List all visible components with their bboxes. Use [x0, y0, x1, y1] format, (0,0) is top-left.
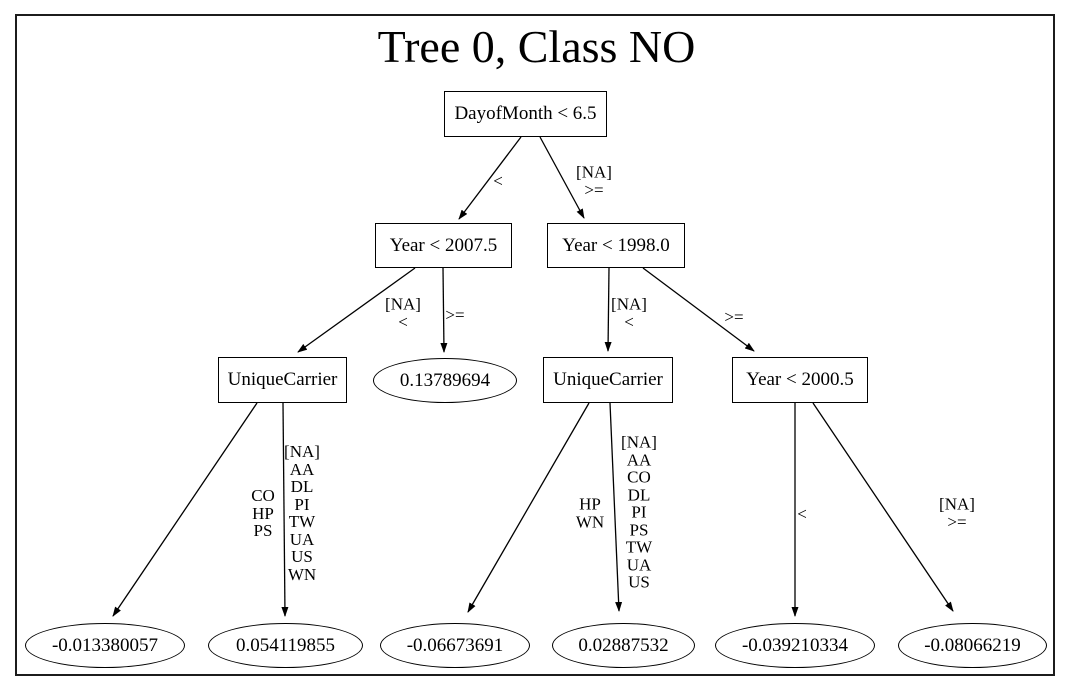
- edge-label-y1998-right: >=: [724, 307, 744, 327]
- leaf-node-value-2: -0.013380057: [25, 623, 185, 668]
- edge-label-y2007-right: >=: [445, 305, 465, 325]
- edge-label-uc2-left: HP WN: [575, 494, 605, 531]
- edge-line-y2007-right: [440, 267, 448, 353]
- edge-label-uc2-right: [NA] AA CO DL PI PS TW UA US: [621, 432, 657, 592]
- edge-label-y2000-left: <: [797, 504, 807, 524]
- edge-label-root-left: <: [493, 171, 503, 191]
- edge-label-uc1-left: CO HP PS: [251, 485, 275, 540]
- edge-line-y1998-left: [604, 267, 612, 352]
- leaf-node-value-1: 0.13789694: [373, 358, 517, 403]
- edge-line-uc1-left: [112, 402, 258, 617]
- edge-label-y1998-left: [NA] <: [611, 294, 647, 331]
- tree-node-uniquecarrier-right: UniqueCarrier: [543, 357, 673, 403]
- tree-node-dayofmonth: DayofMonth < 6.5: [444, 91, 607, 137]
- edge-line-uc2-right: [609, 402, 623, 612]
- edge-line-root-right: [539, 136, 585, 219]
- edge-label-root-right: [NA] >=: [576, 162, 612, 199]
- edge-label-y2000-right: [NA] >=: [939, 494, 975, 531]
- leaf-node-value-5: 0.02887532: [552, 623, 695, 668]
- leaf-node-value-4: -0.06673691: [380, 623, 530, 668]
- edge-line-y1998-right: [642, 267, 755, 352]
- edge-line-uc2-left: [467, 402, 590, 613]
- edge-line-root-left: [458, 136, 522, 220]
- edge-line-uc1-right: [281, 402, 289, 617]
- diagram-frame: [15, 14, 1055, 676]
- leaf-node-value-6: -0.039210334: [715, 623, 875, 668]
- diagram-title: Tree 0, Class NO: [377, 21, 696, 72]
- leaf-node-value-3: 0.054119855: [208, 623, 363, 668]
- leaf-node-value-7: -0.08066219: [898, 623, 1047, 668]
- edge-line-y2000-right: [812, 402, 954, 612]
- tree-node-year-1998-0: Year < 1998.0: [547, 223, 685, 268]
- edge-line-y2007-left: [297, 267, 416, 353]
- tree-node-year-2007-5: Year < 2007.5: [375, 223, 512, 268]
- tree-node-year-2000-5: Year < 2000.5: [732, 357, 868, 403]
- edge-label-y2007-left: [NA] <: [385, 294, 421, 331]
- tree-node-uniquecarrier-left: UniqueCarrier: [218, 357, 347, 403]
- edge-label-uc1-right: [NA] AA DL PI TW UA US WN: [284, 442, 320, 584]
